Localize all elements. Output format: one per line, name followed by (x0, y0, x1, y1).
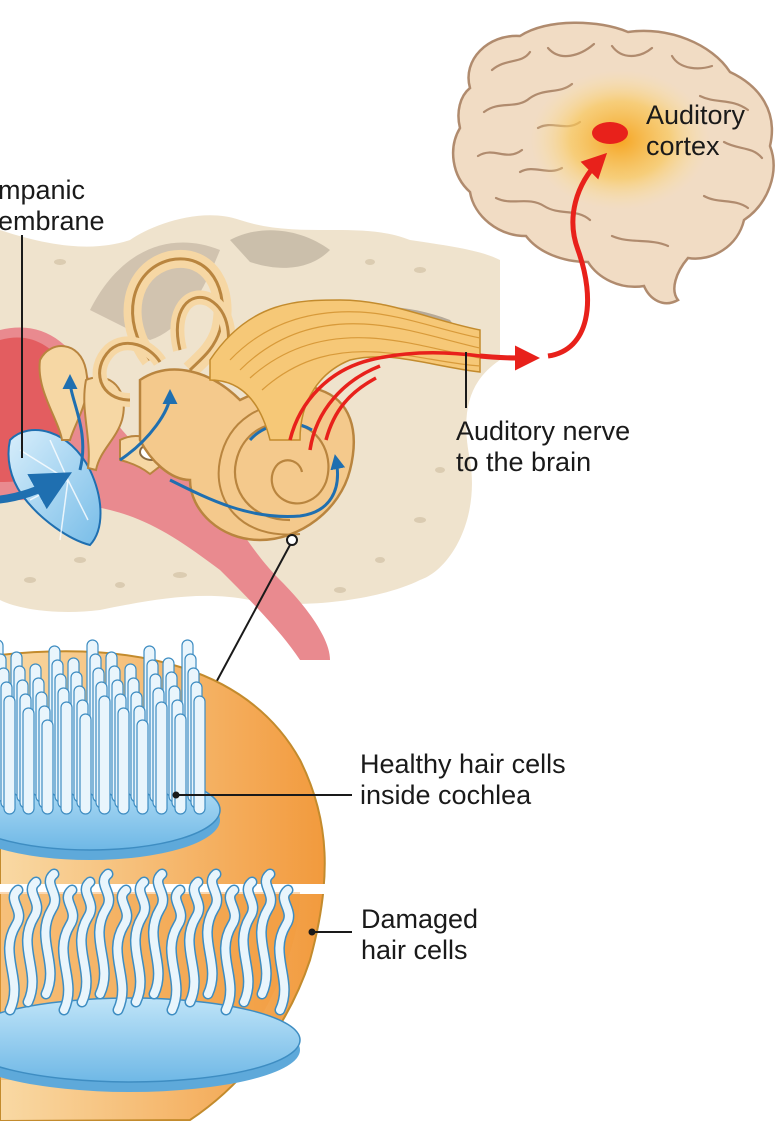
auditory-cortex-label-line2: cortex (646, 131, 745, 162)
damaged-leader-dot (309, 929, 316, 936)
auditory-cortex-label: Auditory cortex (646, 100, 745, 162)
healthy-hair-cell (61, 702, 72, 814)
healthy-hair-cells-label-line1: Healthy hair cells (360, 749, 566, 780)
nerve-to-brain-arrow (480, 356, 530, 358)
cochlea-section-marker (287, 535, 297, 545)
healthy-hair-cell (23, 708, 34, 814)
tympanic-membrane-label-line1: mpanic (0, 175, 105, 206)
healthy-hair-cells (0, 640, 220, 860)
healthy-hair-cells-label-line2: inside cochlea (360, 780, 566, 811)
auditory-nerve-label-line1: Auditory nerve (456, 416, 630, 447)
healthy-hair-cells-label: Healthy hair cells inside cochlea (360, 749, 566, 811)
auditory-nerve-label-line2: to the brain (456, 447, 630, 478)
tympanic-membrane-label-line2: embrane (0, 206, 105, 237)
damaged-hair-cells-label: Damaged hair cells (361, 904, 478, 966)
healthy-hair-cell (42, 720, 53, 814)
damaged-hair-cells-label-line1: Damaged (361, 904, 478, 935)
healthy-hair-cell (118, 708, 129, 814)
healthy-hair-cell (156, 702, 167, 814)
healthy-leader-dot (173, 792, 180, 799)
brain (453, 23, 773, 303)
healthy-hair-cell (99, 696, 110, 814)
healthy-hair-cell (194, 696, 205, 814)
healthy-hair-cell (4, 696, 15, 814)
damaged-hair-cells-label-line2: hair cells (361, 935, 478, 966)
auditory-nerve-label: Auditory nerve to the brain (456, 416, 630, 478)
tympanic-membrane-label: mpanic embrane (0, 175, 105, 237)
healthy-hair-cell (80, 714, 91, 814)
healthy-hair-cell (175, 714, 186, 814)
auditory-cortex-label-line1: Auditory (646, 100, 745, 131)
auditory-cortex-spot (592, 122, 628, 144)
healthy-hair-cell (137, 720, 148, 814)
